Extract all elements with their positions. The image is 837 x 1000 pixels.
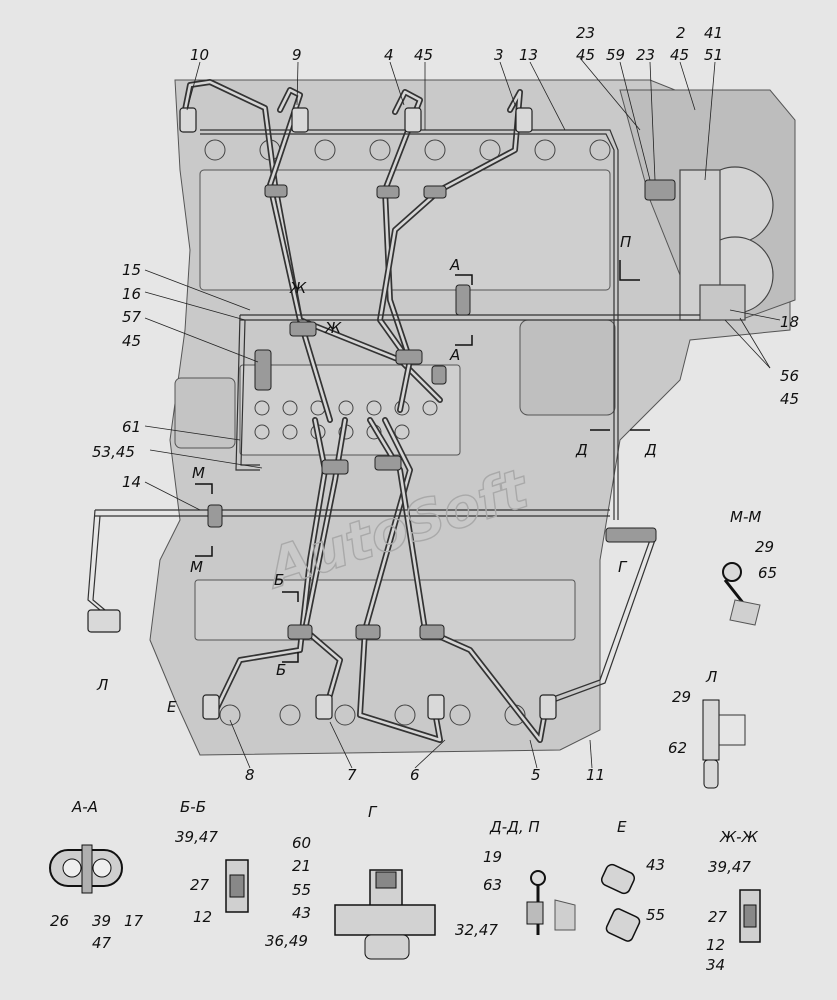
callout-23: 23 [576,24,595,42]
callout-45: 45 [414,46,433,64]
callout-45: 45 [122,332,141,350]
label-34: 34 [706,956,725,974]
label-27: 27 [708,908,728,926]
label-43: 43 [646,856,665,874]
label-26: 26 [50,912,69,930]
section-marks: А А П Ж Ж М М Д Д Г Б Б Е Л [96,233,657,716]
detail-title: Г [368,803,378,821]
callout-53-45: 53,45 [92,443,135,461]
label-12: 12 [706,936,725,954]
callout-9: 9 [292,46,302,64]
label-17: 17 [124,912,144,930]
callout-14: 14 [122,473,141,491]
detail-zh-zh: Ж-Ж 39,47 27 12 34 [706,828,761,974]
callout-16: 16 [122,285,141,303]
label-47: 47 [92,934,112,952]
label-19: 19 [483,848,502,866]
section-mark-d: Д [644,441,657,459]
callout-57: 57 [122,308,142,326]
label-39-47: 39,47 [708,858,751,876]
callout-56: 56 [780,367,799,385]
callout-51: 51 [704,46,723,64]
detail-m-m: М-М [722,508,761,626]
callout-45: 45 [670,46,689,64]
detail-title: Б-Б [180,798,206,816]
section-mark-m: М [190,558,203,576]
callout-29: 29 [755,538,774,556]
section-mark-m: М [192,464,205,482]
detail-title: А-А [71,798,98,816]
injectors [87,107,557,720]
leader-lines [144,57,781,769]
label-27: 27 [190,876,210,894]
label-43: 43 [292,904,311,922]
section-cut-ticks [195,260,650,663]
label-32-47: 32,47 [455,921,498,939]
pipe-clamps [207,179,676,640]
label-63: 63 [483,876,502,894]
label-39-47: 39,47 [175,828,218,846]
section-mark-zh: Ж [289,279,307,297]
detail-d-d-p: Д-Д, П 19 63 32,47 [455,818,576,939]
callout-61: 61 [122,418,141,436]
label-55: 55 [646,906,665,924]
callout-29: 29 [672,688,691,706]
callout-23: 23 [636,46,655,64]
detail-title: Ж-Ж [719,828,759,846]
detail-l: Л [702,668,746,789]
callout-45: 45 [780,390,799,408]
detail-title: Д-Д, П [489,818,540,836]
label-21: 21 [292,857,311,875]
label-12: 12 [193,908,212,926]
label-60: 60 [292,834,311,852]
section-mark-g: Г [618,558,628,576]
detail-a-a: А-А 26 39 47 17 [49,798,144,952]
callout-65: 65 [758,564,777,582]
callout-13: 13 [519,46,538,64]
callout-4: 4 [384,46,394,64]
detail-b-b: Б-Б 39,47 27 12 [175,798,249,926]
section-mark-a: А [449,346,460,364]
label-36-49: 36,49 [265,932,308,950]
callout-2: 2 [676,24,686,42]
detail-g: Г 60 21 55 43 36,49 [265,803,436,960]
callout-10: 10 [190,46,209,64]
callout-59: 59 [606,46,625,64]
callout-8: 8 [245,766,255,784]
section-mark-l: Л [96,676,108,694]
callout-62: 62 [668,739,687,757]
callout-45: 45 [576,46,595,64]
callout-41: 41 [704,24,723,42]
section-mark-zh: Ж [324,319,342,337]
callout-18: 18 [780,313,799,331]
callout-6: 6 [410,766,420,784]
section-mark-a: А [449,256,460,274]
detail-e: Е 43 55 [600,818,665,942]
callout-11: 11 [586,766,605,784]
detail-title: М-М [730,508,761,526]
section-mark-p: П [620,233,631,251]
section-mark-d: Д [575,441,588,459]
label-39: 39 [92,912,111,930]
callout-15: 15 [122,261,141,279]
callout-7: 7 [347,766,357,784]
section-mark-e: Е [167,698,177,716]
callout-5: 5 [531,766,541,784]
callout-3: 3 [494,46,504,64]
section-mark-b: Б [274,571,284,589]
label-55: 55 [292,881,311,899]
section-mark-b: Б [276,661,286,679]
callouts: 10 9 4 45 3 13 23 45 59 23 2 45 41 51 15… [92,24,799,784]
detail-title: Л [705,668,717,686]
detail-title: Е [617,818,627,836]
